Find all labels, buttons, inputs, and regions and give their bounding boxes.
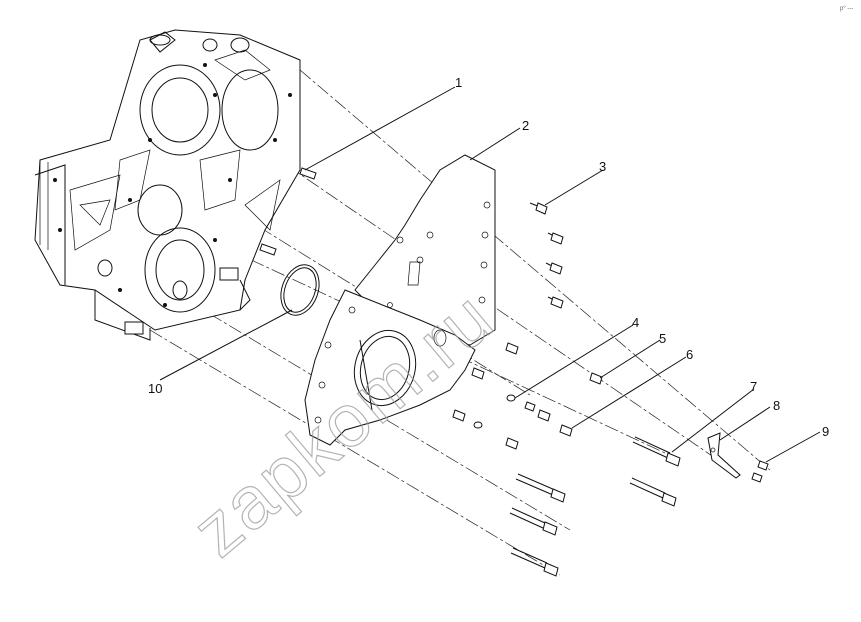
callout-5: 5 <box>659 331 666 346</box>
callout-7: 7 <box>750 379 757 394</box>
bolt <box>471 367 485 380</box>
gasket <box>354 154 496 346</box>
long-bolt <box>515 473 566 503</box>
callout-1: 1 <box>455 75 462 90</box>
bolt <box>529 202 548 215</box>
long-bolt <box>509 507 558 536</box>
bolt <box>589 372 603 385</box>
leader-lines <box>159 86 821 463</box>
callout-2: 2 <box>522 118 529 133</box>
gear-housing <box>34 29 301 341</box>
bolt <box>505 342 519 355</box>
dowel-pins <box>259 167 317 256</box>
cover-bolts <box>452 202 769 577</box>
long-bolt <box>632 436 681 467</box>
callouts: 1 2 3 4 5 6 7 8 9 10 <box>148 75 829 439</box>
bracket <box>707 432 741 479</box>
bolt <box>545 262 563 275</box>
timing-cover <box>304 289 476 446</box>
long-bolt <box>510 547 559 577</box>
o-ring <box>280 264 320 316</box>
callout-6: 6 <box>686 347 693 362</box>
bolt <box>505 437 519 450</box>
callout-10: 10 <box>148 381 162 396</box>
callout-4: 4 <box>632 315 639 330</box>
callout-3: 3 <box>599 159 606 174</box>
callout-9: 9 <box>822 424 829 439</box>
bolt <box>559 424 573 437</box>
long-bolt <box>629 477 677 507</box>
bolt <box>547 296 564 309</box>
callout-8: 8 <box>773 398 780 413</box>
bolt <box>757 460 769 471</box>
bolt <box>751 472 763 483</box>
bolt <box>537 409 551 422</box>
corner-mark: p° --- <box>840 6 853 12</box>
bolt <box>524 401 536 412</box>
bolt <box>547 232 564 245</box>
bolt <box>452 409 466 422</box>
